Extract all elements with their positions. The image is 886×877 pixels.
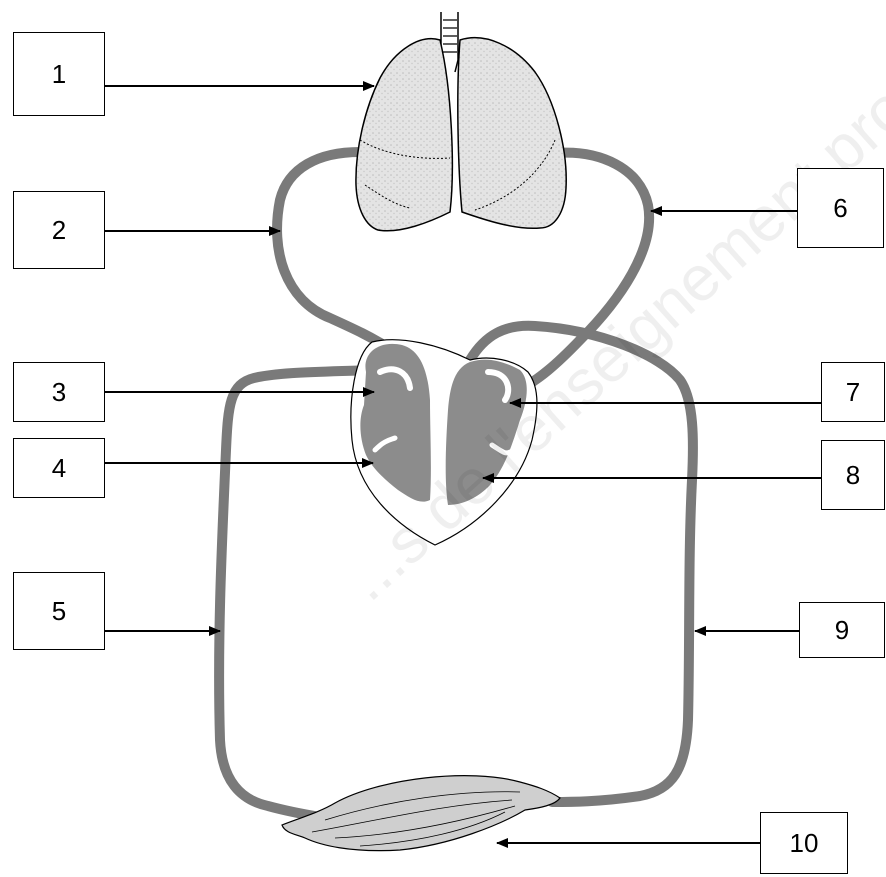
right-lung (458, 38, 566, 229)
label-box-7: 7 (821, 362, 885, 422)
label-box-6: 6 (797, 168, 884, 248)
muscle-icon (282, 776, 560, 851)
vena-cava-vessel (219, 370, 372, 817)
label-box-5: 5 (13, 572, 105, 650)
label-box-10: 10 (760, 812, 848, 874)
label-box-2: 2 (13, 191, 105, 269)
label-box-4: 4 (13, 438, 105, 498)
label-box-9: 9 (799, 602, 885, 658)
lungs-icon (356, 12, 566, 231)
label-box-1: 1 (13, 32, 105, 116)
label-box-3: 3 (13, 362, 105, 422)
label-box-8: 8 (821, 440, 885, 510)
left-lung (356, 39, 452, 231)
